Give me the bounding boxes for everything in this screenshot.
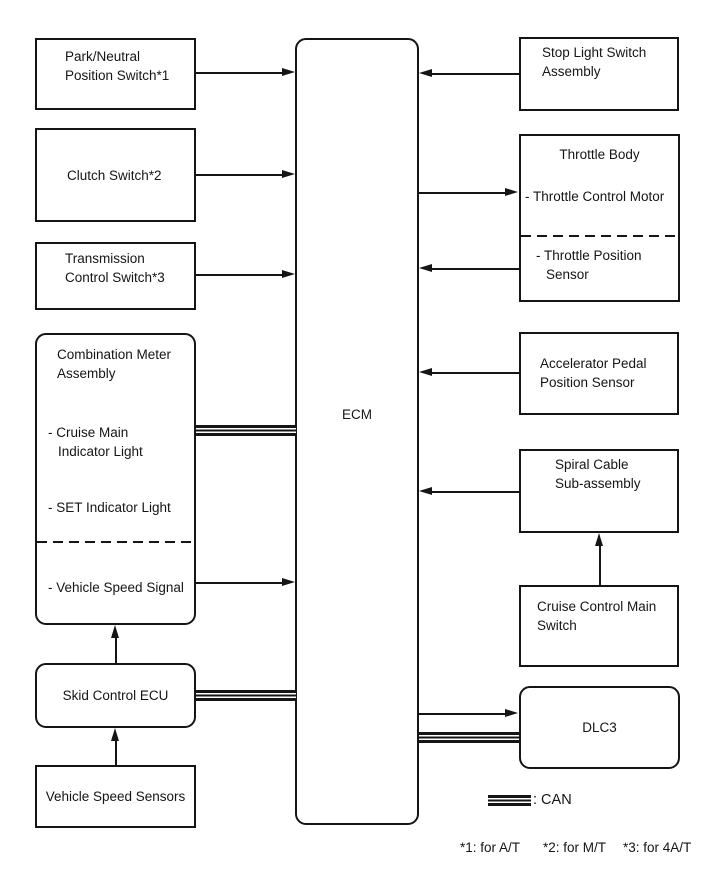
combination-meter-dashed-divider <box>37 541 194 543</box>
skid-control-to-combination-meter-line <box>115 637 117 663</box>
stop-light-to-ecm-arrowhead-icon <box>419 69 432 77</box>
skid-control-to-combination-meter-arrowhead-icon <box>111 625 119 638</box>
skid-control-ecu-box: Skid Control ECU <box>35 663 196 728</box>
throttle-body-dashed-divider <box>521 235 678 237</box>
ecm-to-throttle-motor-arrowhead-icon <box>505 188 518 196</box>
ecm-box: ECM <box>295 38 419 825</box>
throttle-position-to-ecm-line <box>432 268 519 270</box>
throttle-body-title: Throttle Body <box>559 147 640 162</box>
cruise-control-main-switch-label: Cruise Control Main Switch <box>537 599 657 633</box>
speed-sensors-to-skid-control-line <box>115 740 117 765</box>
transmission-control-switch-box: Transmission Control Switch*3 <box>35 242 196 310</box>
set-indicator-light-item: - SET Indicator Light <box>48 500 171 515</box>
throttle-position-to-ecm-arrowhead-icon <box>419 264 432 272</box>
speed-sensors-to-skid-control-arrowhead-icon <box>111 728 119 741</box>
combination-meter-assembly-box: Combination Meter Assembly - Cruise Main… <box>35 333 196 625</box>
park-neutral-to-ecm-line <box>196 72 284 74</box>
throttle-body-box: Throttle Body - Throttle Control Motor -… <box>519 134 680 302</box>
stop-light-switch-assembly-box: Stop Light Switch Assembly <box>519 37 679 111</box>
ecm-to-dlc3-arrowhead-icon <box>505 709 518 717</box>
spiral-cable-to-ecm-arrowhead-icon <box>419 487 432 495</box>
transmission-to-ecm-line <box>196 274 284 276</box>
vehicle-speed-signal-to-ecm-arrowhead-icon <box>282 578 295 586</box>
park-neutral-position-switch-label: Park/Neutral Position Switch*1 <box>65 49 170 83</box>
clutch-to-ecm-arrowhead-icon <box>282 170 295 178</box>
footnote-at: *1: for A/T <box>460 840 521 855</box>
park-neutral-to-ecm-arrowhead-icon <box>282 68 295 76</box>
accelerator-pedal-position-sensor-box: Accelerator Pedal Position Sensor <box>519 332 679 415</box>
spiral-cable-sub-assembly-box: Spiral Cable Sub-assembly <box>519 449 679 533</box>
stop-light-switch-assembly-label: Stop Light Switch Assembly <box>542 45 647 79</box>
accelerator-pedal-to-ecm-line <box>432 372 519 374</box>
vehicle-speed-signal-item: - Vehicle Speed Signal <box>48 580 184 595</box>
skid-control-ecm-can-bus-line <box>196 690 296 701</box>
stop-light-to-ecm-line <box>432 73 519 75</box>
ecm-to-dlc3-line <box>419 713 506 715</box>
vehicle-speed-sensors-box: Vehicle Speed Sensors <box>35 765 196 828</box>
ecm-label: ECM <box>342 407 372 422</box>
accelerator-pedal-to-ecm-arrowhead-icon <box>419 368 432 376</box>
cruise-control-main-switch-box: Cruise Control Main Switch <box>519 585 679 667</box>
combination-meter-title: Combination Meter Assembly <box>57 347 172 381</box>
ecm-to-throttle-motor-line <box>419 192 506 194</box>
cruise-switch-to-spiral-cable-line <box>599 545 601 585</box>
throttle-position-sensor-item: - Throttle Position Sensor <box>536 248 642 282</box>
transmission-control-switch-label: Transmission Control Switch*3 <box>65 251 165 285</box>
cruise-main-indicator-light-item: - Cruise Main Indicator Light <box>48 425 143 459</box>
can-legend-symbol-icon <box>488 795 531 806</box>
transmission-to-ecm-arrowhead-icon <box>282 270 295 278</box>
dlc3-label: DLC3 <box>582 720 617 735</box>
skid-control-ecu-label: Skid Control ECU <box>62 688 169 703</box>
clutch-switch-label: Clutch Switch*2 <box>67 168 162 183</box>
spiral-cable-to-ecm-line <box>432 491 519 493</box>
accelerator-pedal-position-sensor-label: Accelerator Pedal Position Sensor <box>540 356 647 390</box>
footnote-4at: *3: for 4A/T <box>623 840 692 855</box>
park-neutral-position-switch-box: Park/Neutral Position Switch*1 <box>35 38 196 110</box>
clutch-to-ecm-line <box>196 174 284 176</box>
clutch-switch-box: Clutch Switch*2 <box>35 128 196 222</box>
footnote-mt: *2: for M/T <box>543 840 607 855</box>
vehicle-speed-sensors-label: Vehicle Speed Sensors <box>45 789 186 804</box>
ecm-dlc3-can-bus-line <box>419 732 519 743</box>
dlc3-box: DLC3 <box>519 686 680 769</box>
can-legend-label: : CAN <box>533 792 572 808</box>
combination-meter-ecm-can-bus-line <box>196 425 296 436</box>
cruise-switch-to-spiral-cable-arrowhead-icon <box>595 533 603 546</box>
spiral-cable-sub-assembly-label: Spiral Cable Sub-assembly <box>555 457 641 491</box>
throttle-control-motor-item: - Throttle Control Motor <box>525 189 665 204</box>
vehicle-speed-signal-to-ecm-line <box>196 582 284 584</box>
